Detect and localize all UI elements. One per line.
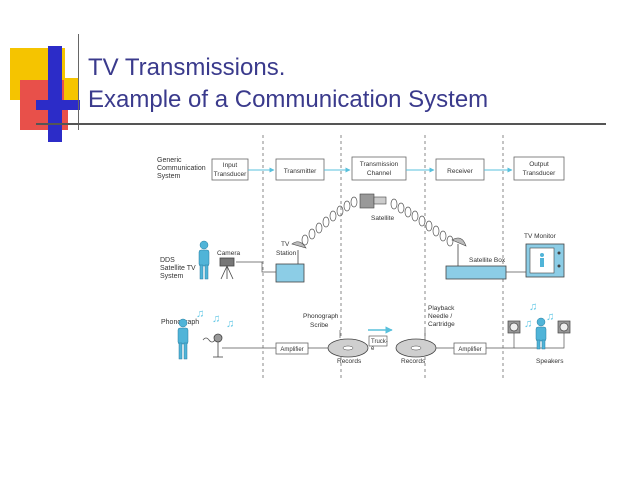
satellite-box-unit xyxy=(445,265,507,280)
deco-yellow-square-small xyxy=(64,78,78,104)
title-underline xyxy=(36,123,606,125)
svg-text:♫: ♫ xyxy=(524,318,532,330)
person-singer-icon xyxy=(177,318,189,360)
satellite-label: Satellite xyxy=(371,215,395,222)
satellite-box-label: Satellite Box xyxy=(469,257,506,264)
amplifier-left-label: Amplifier xyxy=(280,347,303,353)
tv-station-dish-icon xyxy=(291,241,307,249)
row-satellite-tv: DDS Satellite TV System Camera TV Statio… xyxy=(160,193,565,283)
tv-station-label-line2: Station xyxy=(276,250,297,257)
row2-label-line1: DDS xyxy=(160,257,175,264)
amplifier-right-box xyxy=(453,342,487,355)
row1-label-line1: Generic xyxy=(157,157,182,164)
box-input-transducer-line2: Transducer xyxy=(214,171,247,178)
satellite-icon xyxy=(359,193,387,209)
truck-label-line1: Truck- xyxy=(371,339,388,345)
receiver-dish-icon xyxy=(451,237,467,247)
music-notes-icon-left: ♫ ♫ ♫ xyxy=(196,308,234,330)
amplifier-left-box xyxy=(275,342,309,355)
uplink-signal-coil xyxy=(301,196,358,246)
speakers-label: Speakers xyxy=(536,358,564,365)
playback-line1: Playback xyxy=(428,305,455,312)
camera-to-station-line xyxy=(236,261,276,273)
music-notes-icon-right: ♫ ♫ ♫ xyxy=(524,301,554,330)
row-phonograph: Phonograph ♫ ♫ ♫ xyxy=(161,301,571,365)
slide-title-line-1: TV Transmissions. xyxy=(88,54,286,81)
box-output-line2: Transducer xyxy=(523,170,556,177)
box-output-transducer xyxy=(513,156,565,181)
box-output-line1: Output xyxy=(529,161,549,168)
camera-icon xyxy=(219,257,235,280)
box-transmitter-label: Transmitter xyxy=(284,168,317,175)
downlink-signal-coil xyxy=(390,198,454,247)
tv-station-label-line1: TV xyxy=(281,241,290,248)
deco-vertical-rule xyxy=(78,34,79,130)
person-listener-icon xyxy=(535,317,547,350)
playback-line3: Cartridge xyxy=(428,321,455,328)
row1-label-line2: Communication xyxy=(157,165,206,172)
microphone-icon xyxy=(213,333,223,358)
phonograph-scribe-line2: Scribe xyxy=(310,322,329,329)
deco-blue-bar-horizontal xyxy=(36,100,80,110)
slide-title-line-2: Example of a Communication System xyxy=(88,86,489,113)
box-channel-line1: Transmission xyxy=(360,161,399,168)
truck-icon xyxy=(368,335,388,347)
svg-text:♫: ♫ xyxy=(546,311,554,323)
tv-monitor-label: TV Monitor xyxy=(524,233,557,240)
row2-label-line2: Satellite TV xyxy=(160,265,196,272)
records-right-label: Records xyxy=(401,358,426,365)
svg-text:♫: ♫ xyxy=(529,301,537,313)
box-transmission-channel xyxy=(351,156,407,181)
box-receiver-label: Receiver xyxy=(447,168,473,175)
box-input-transducer-line1: Input xyxy=(223,162,238,169)
camera-label: Camera xyxy=(217,250,241,257)
box-channel-line2: Channel xyxy=(367,170,392,177)
speaker-right-icon xyxy=(557,320,571,334)
amplifier-right-label: Amplifier xyxy=(458,347,481,353)
records-left-label: Records xyxy=(337,358,362,365)
playback-line2: Needle / xyxy=(428,313,452,320)
svg-text:♫: ♫ xyxy=(212,313,220,325)
phonograph-scribe-line1: Phonograph xyxy=(303,313,339,320)
truck-label-line2: e xyxy=(371,346,375,352)
svg-text:♫: ♫ xyxy=(196,308,204,320)
row1-label-line3: System xyxy=(157,173,181,180)
speaker-left-icon xyxy=(507,320,521,334)
tv-station-building xyxy=(275,263,305,283)
sound-wave-icon xyxy=(202,337,216,343)
person-presenter-icon xyxy=(198,240,210,280)
row2-label-line3: System xyxy=(160,273,184,280)
deco-blue-bar-vertical xyxy=(48,46,62,142)
row-generic: Generic Communication System Input Trans… xyxy=(157,156,565,181)
svg-text:♫: ♫ xyxy=(226,318,234,330)
